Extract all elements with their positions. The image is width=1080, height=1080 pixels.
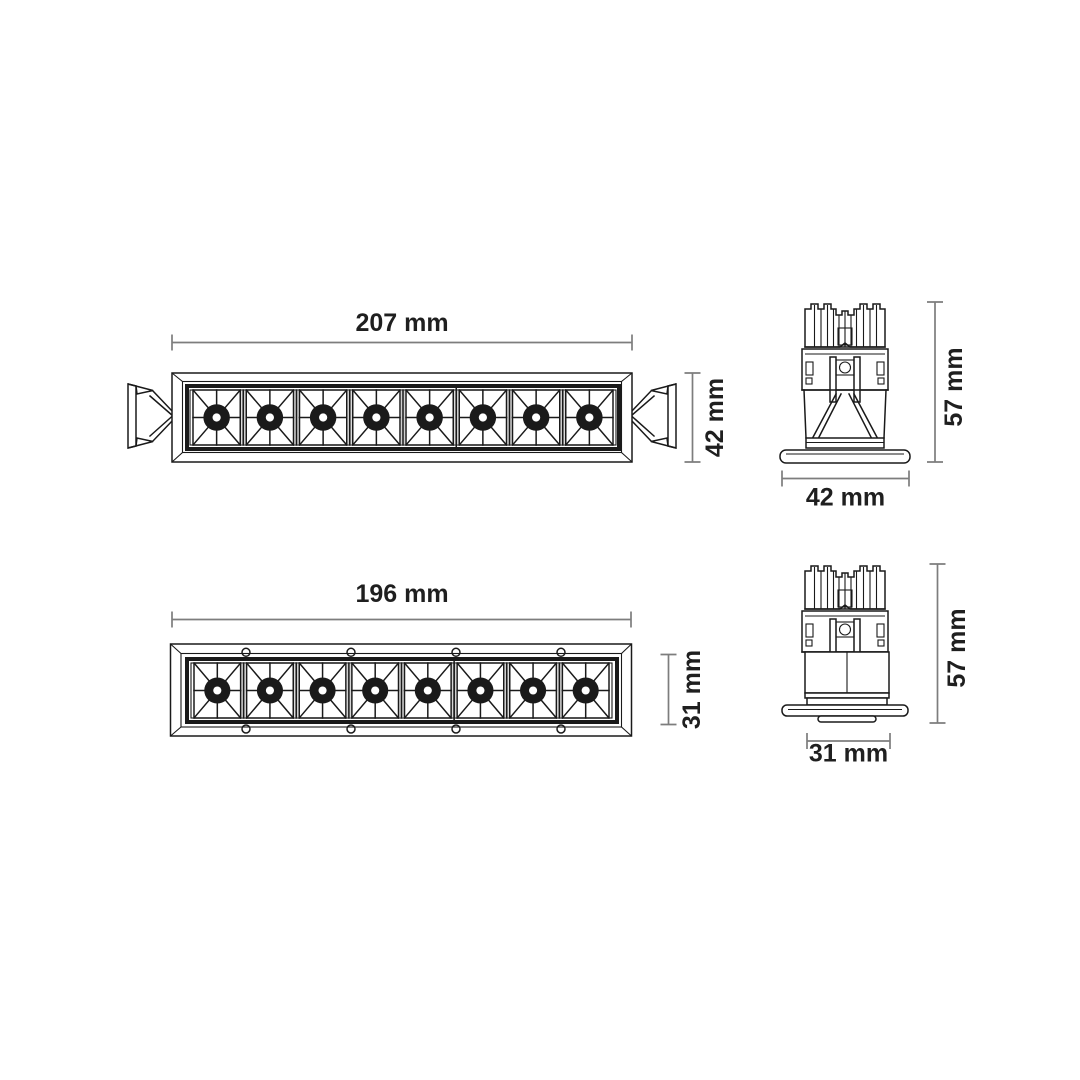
led-cell: [456, 661, 505, 720]
led-cell: [350, 661, 400, 720]
led-cell: [511, 388, 561, 447]
dimension-side-trimless-height: 57 mm: [929, 563, 971, 724]
dim-label-front-trim-height: 42 mm: [701, 378, 729, 457]
dim-label-side-trim-width: 42 mm: [806, 484, 885, 512]
led-cell: [192, 661, 242, 720]
heatsink-icon: [801, 303, 889, 403]
side-trimless-flange: [781, 704, 909, 717]
front-trimless-led-array: [190, 658, 613, 723]
dim-label-front-trimless-length: 196 mm: [355, 580, 448, 608]
side-trimless-lens-edge: [817, 715, 877, 723]
front-trimless-screw-holes: [241, 647, 566, 734]
cell-divider: [399, 662, 404, 719]
screw-hole: [556, 647, 566, 658]
screw-hole: [451, 647, 461, 658]
cell-divider: [504, 662, 509, 719]
screw-hole: [346, 724, 356, 734]
led-cell: [564, 388, 615, 447]
led-cell: [458, 388, 508, 447]
led-cell: [403, 661, 453, 720]
cell-divider: [347, 389, 352, 446]
led-cell: [245, 661, 295, 720]
dimension-side-trim-width: 42 mm: [781, 470, 910, 512]
screw-hole: [556, 724, 566, 734]
front-trim-frame-bevel: [181, 380, 623, 454]
cell-divider: [401, 389, 405, 446]
led-cell: [298, 388, 348, 447]
dimension-front-trim-height: 42 mm: [684, 372, 729, 463]
cell-divider: [241, 662, 246, 719]
screw-hole: [451, 724, 461, 734]
cell-divider: [507, 389, 512, 446]
cell-divider: [557, 662, 562, 719]
side-trim-spring-arms: [809, 392, 881, 443]
side-view-trimless: 57 mm 31 mm: [781, 563, 971, 768]
front-view-trimless: 196 mm 31 mm: [169, 580, 706, 737]
dim-label-side-trim-height: 57 mm: [940, 347, 968, 426]
screw-hole: [346, 647, 356, 658]
led-cell: [191, 388, 242, 447]
spring-clip-left-icon: [127, 383, 175, 449]
dimension-front-trimless-length: 196 mm: [171, 580, 632, 628]
led-cell: [245, 388, 295, 447]
front-trim-led-array: [189, 385, 617, 450]
side-trim-flange: [779, 449, 911, 464]
dim-label-front-trim-length: 207 mm: [355, 309, 448, 337]
dim-label-side-trimless-width: 31 mm: [809, 740, 888, 768]
screw-hole: [241, 647, 251, 658]
side-view-trim: 57 mm 42 mm: [779, 301, 968, 512]
front-trimless-frame-bevel: [180, 652, 623, 728]
cell-divider: [241, 389, 246, 446]
cell-divider: [560, 389, 565, 446]
led-cell: [561, 661, 611, 720]
dimension-side-trimless-width: 31 mm: [806, 733, 891, 768]
dimension-side-trim-height: 57 mm: [927, 301, 968, 463]
dimension-front-trimless-height: 31 mm: [660, 650, 706, 729]
front-trimless-module-border: [185, 657, 619, 724]
led-cell: [404, 388, 455, 447]
dim-label-front-trimless-height: 31 mm: [678, 650, 706, 729]
front-trim-module-border: [185, 384, 621, 451]
cell-divider: [346, 662, 351, 719]
cell-divider: [294, 389, 299, 446]
front-view-trim: 207 mm 42 mm: [127, 309, 729, 463]
cell-divider: [294, 662, 299, 719]
dimension-front-trim-length: 207 mm: [171, 309, 633, 351]
led-cell: [351, 388, 402, 447]
led-cell: [508, 661, 558, 720]
spring-clip-right-icon: [629, 383, 677, 449]
led-cell: [298, 661, 347, 720]
dim-label-side-trimless-height: 57 mm: [943, 608, 971, 687]
screw-hole: [241, 724, 251, 734]
heatsink-icon: [801, 565, 889, 665]
